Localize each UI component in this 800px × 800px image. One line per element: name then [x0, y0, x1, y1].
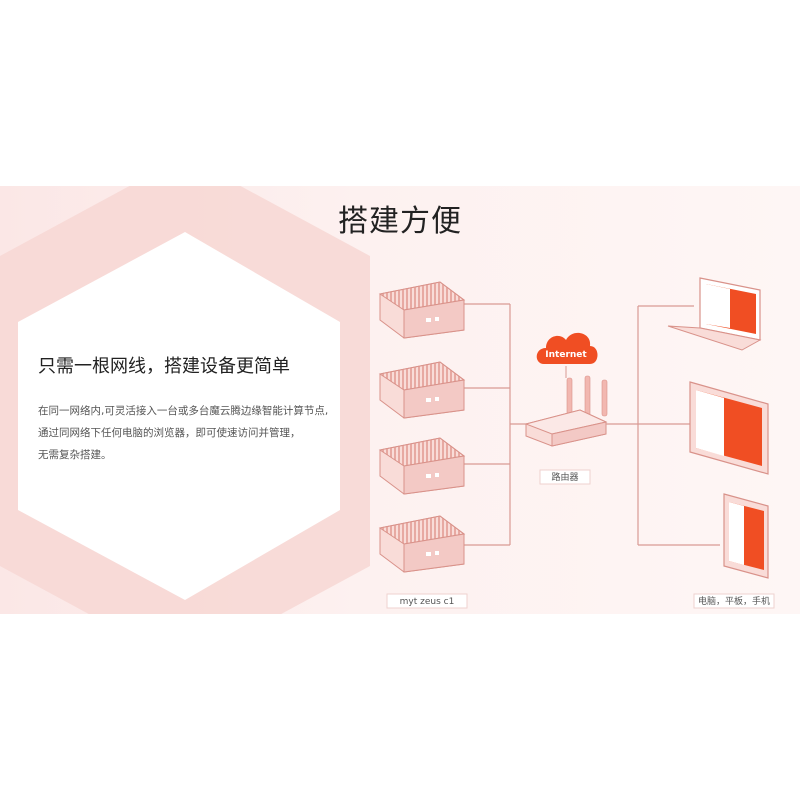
tablet-icon	[689, 381, 769, 475]
devices-label-tag: myt zeus c1	[386, 593, 468, 609]
page-title: 搭建方便	[338, 204, 462, 239]
description: 在同一网络内,可灵活接入一台或多台魔云腾边缘智能计算节点, 通过同网络下任何电脑…	[38, 400, 338, 466]
description-line: 在同一网络内,可灵活接入一台或多台魔云腾边缘智能计算节点,	[38, 405, 329, 417]
description-line: 无需复杂搭建。	[38, 449, 112, 461]
banner-background	[0, 186, 800, 614]
router-label-tag: 路由器	[539, 469, 591, 485]
headline: 只需一根网线，搭建设备更简单	[38, 356, 290, 377]
description-line: 通过同网络下任何电脑的浏览器，即可使速访问并管理，	[38, 427, 301, 439]
hexagon-frame	[0, 186, 370, 614]
device-node	[378, 437, 466, 495]
device-connection-lines	[462, 303, 528, 546]
router-icon	[524, 375, 608, 447]
client-connection-lines	[606, 305, 720, 546]
device-node	[378, 361, 466, 419]
device-node	[378, 281, 466, 339]
clients-label-tag: 电脑，平板，手机	[693, 593, 775, 609]
devices-label: myt zeus c1	[400, 597, 455, 607]
cloud-label: Internet	[545, 350, 587, 360]
cloud-icon: Internet	[536, 332, 598, 378]
clients-label: 电脑，平板，手机	[698, 595, 770, 607]
router-label: 路由器	[551, 471, 578, 483]
phone-icon	[723, 493, 769, 579]
device-node	[378, 515, 466, 573]
laptop-icon	[667, 277, 762, 351]
